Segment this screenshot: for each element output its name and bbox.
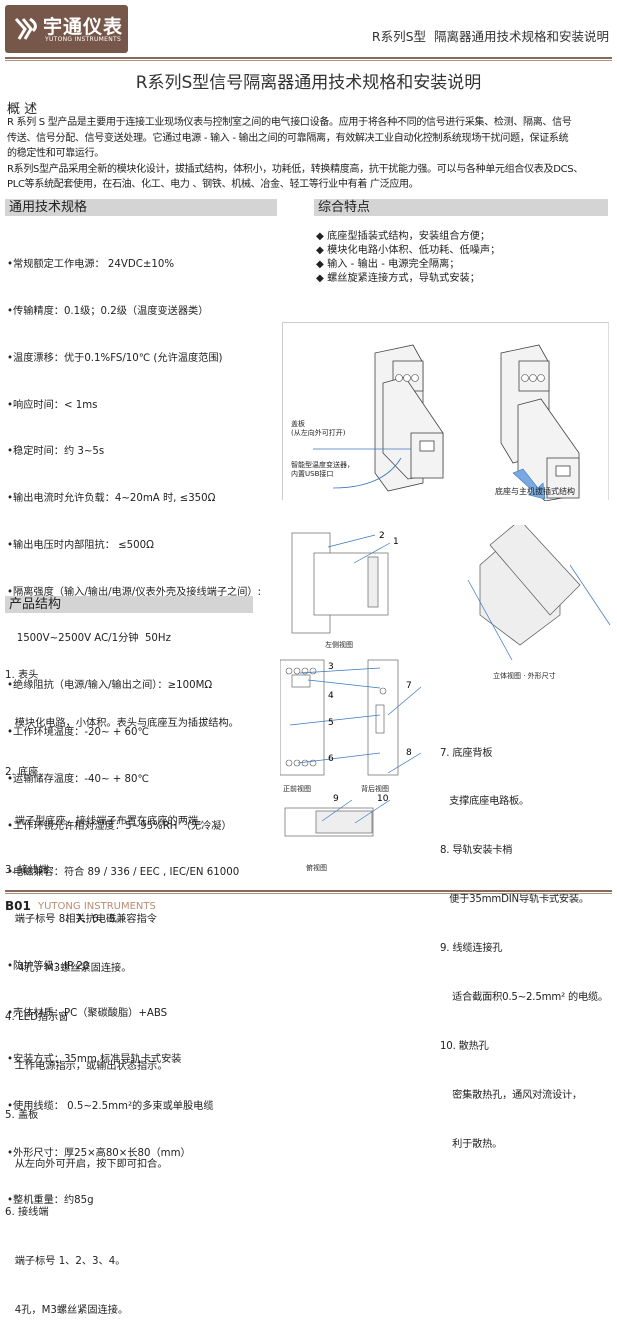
structure-item: 便于35mmDIN导轨卡式安装。	[440, 894, 589, 906]
structure-item: 密集散热孔，通风对流设计，	[440, 1089, 582, 1101]
spec-item: •运输储存温度：-40~ + 80℃	[7, 773, 149, 785]
logo-cn: 宇通仪表	[43, 16, 124, 38]
features-list: ◆ 底座型插装式结构，安装组合方便； ◆ 模块化电路小体积、低功耗、低噪声； ◆…	[316, 230, 500, 286]
structure-item: 7. 底座背板	[440, 747, 493, 759]
view-drawings: 2 1 3 4 5 6 7 8 9 10	[280, 525, 611, 837]
structure-item: 10. 散热孔	[440, 1040, 489, 1052]
spec-item: •温度漂移：优于0.1%FS/10℃ (允许温度范围)	[7, 352, 223, 364]
structure-item: 9. 线缆连接孔	[440, 943, 503, 955]
structure-item: 6. 接线端	[5, 1207, 49, 1219]
callout-5: 5	[328, 718, 334, 728]
logo-en: YUTONG INSTRUMENTS	[45, 36, 122, 43]
features-heading: 综合特点	[314, 199, 608, 216]
spec-item: •工作环境温度：-20~ + 60℃	[7, 727, 149, 738]
top-view-caption: 俯视图	[306, 864, 327, 872]
structure-item: 支撑底座电路板。	[440, 796, 530, 808]
structure-item: 3. 接线端	[5, 865, 49, 877]
structure-item: 5. 盖板	[5, 1109, 39, 1121]
structure-item: 4. LED指示窗	[5, 1011, 69, 1023]
callout-2: 2	[379, 531, 385, 541]
overview-line: R系列S型产品采用全新的模块化设计，拔插式结构，体积小，功耗低，转换精度高，抗干…	[7, 163, 584, 175]
structure-item: 利于散热。	[440, 1138, 503, 1150]
spec-item: •电磁兼容：符合 89 / 336 / EEC , IEC/EN 61000	[7, 867, 240, 879]
spec-item: •稳定时间：约 3~5s	[7, 446, 105, 458]
callout-3: 3	[328, 662, 334, 672]
cover-label: 盖板	[291, 420, 305, 428]
overview-text: R 系列 S 型产品是主要用于连接工业现场仪表与控制室之间的电气接口设备。应用于…	[7, 115, 613, 193]
spec-item: •输出电流时允许负载：4~20mA 时, ≤350Ω	[7, 493, 216, 505]
callout-8: 8	[406, 748, 412, 758]
structure-item: 工作电源指示，或输出状态指示。	[5, 1060, 168, 1072]
structure-item: 4孔，M3螺丝紧固连接。	[5, 962, 132, 974]
callout-9: 9	[333, 794, 339, 804]
usb-label-2: 内置USB接口	[291, 470, 334, 478]
callout-1: 1	[393, 537, 399, 547]
company-logo: 宇通仪表 YUTONG INSTRUMENTS	[5, 5, 128, 53]
spec-item: •工作环镜允许相对湿度：5~95%RH （无冷凝）	[7, 820, 232, 832]
spec-item: 1500V~2500V AC/1分钟 50Hz	[7, 633, 171, 645]
structure-item: 4孔，M3螺丝紧固连接。	[5, 1305, 129, 1317]
structure-item: 从左向外可开启，按下即可扣合。	[5, 1158, 168, 1170]
header-title: R系列S型 隔离器通用技术规格和安装说明	[371, 29, 609, 44]
structure-item: 端子标号 1、2、3、4。	[5, 1256, 126, 1268]
structure-list-left: 1. 表头 模块化电路，小体积。表头与底座互为插拔结构。 2. 底座 端子型底座…	[5, 635, 239, 1336]
structure-item: 端子标号 8、7、6、5。	[5, 914, 126, 926]
structure-list-right: 7. 底座背板 支撑底座电路板。 8. 导轨安装卡梢 便于35mmDIN导轨卡式…	[440, 713, 608, 1169]
document-title: R系列S型信号隔离器通用技术规格和安装说明	[135, 73, 482, 93]
front-view-caption: 正前视图	[283, 785, 311, 793]
assembly-figure: 盖板 (从左向外可打开) 智能型温度变送器， 内置USB接口 底座与主机拔插式结…	[282, 322, 609, 502]
overview-heading: 概 述	[7, 102, 38, 117]
feature-item: ◆ 螺丝旋紧连接方式，导轨式安装；	[316, 273, 480, 284]
structure-heading: 产品结构	[5, 596, 253, 613]
logo-mark-icon	[14, 17, 37, 40]
iso-view-caption: 立体视图 · 外形尺寸	[493, 672, 556, 680]
callout-6: 6	[328, 754, 334, 764]
header-divider	[5, 57, 612, 61]
left-view-caption: 左侧视图	[325, 641, 353, 649]
unplug-arrow-icon	[512, 468, 546, 500]
back-view-caption: 背后视图	[361, 785, 389, 793]
overview-line: R 系列 S 型产品是主要用于连接工业现场仪表与控制室之间的电气接口设备。应用于…	[7, 117, 572, 128]
structure-item: 适合截面积0.5~2.5mm² 的电缆。	[440, 992, 608, 1004]
overview-line: 传送、信号分配、信号变送处理。它通过电源 - 输入 - 输出之间的可靠隔离，有效…	[7, 132, 569, 144]
callout-10: 10	[377, 794, 389, 804]
callout-4: 4	[328, 691, 334, 701]
callout-7: 7	[406, 681, 412, 691]
structure-item: 8. 导轨安装卡梢	[440, 845, 513, 857]
structure-item: 端子型底座，接线端子布置在底座的两端。	[5, 816, 209, 828]
footer-divider	[5, 890, 612, 894]
spec-item: •绝缘阻抗（电源/输入/输出之间）：≥100MΩ	[7, 680, 213, 692]
specs-heading: 通用技术规格	[5, 199, 277, 216]
spec-item: •隔离强度（输入/输出/电源/仪表外壳及接线端子之间）:	[7, 586, 262, 598]
feature-item: ◆ 模块化电路小体积、低功耗、低噪声；	[316, 245, 501, 256]
overview-line: PLC等系统配套使用，在石油、化工、电力 、钢铁、机械、冶金、轻工等行业中有着 …	[7, 179, 419, 190]
cover-note: (从左向外可打开)	[291, 429, 346, 437]
overview-line: 的稳定性和可靠运行。	[7, 148, 104, 159]
page-code: B01	[5, 899, 31, 913]
spec-item: •响应时间：< 1ms	[7, 399, 98, 411]
module-illustration	[313, 344, 580, 502]
structure-item: 1. 表头	[5, 669, 39, 681]
figure1-caption: 底座与主机拔插式结构	[495, 487, 575, 496]
feature-item: ◆ 输入 - 输出 - 电源完全隔离；	[316, 259, 460, 270]
footer-brand: YUTONG INSTRUMENTS	[38, 901, 156, 912]
spec-item: •传输精度：0.1级；0.2级（温度变送器类）	[7, 305, 209, 317]
structure-item: 2. 底座	[5, 767, 39, 779]
spec-item: •常规额定工作电源： 24VDC±10%	[7, 259, 175, 271]
feature-item: ◆ 底座型插装式结构，安装组合方便；	[316, 231, 491, 242]
spec-item: •输出电压时内部阻抗： ≤500Ω	[7, 539, 154, 551]
usb-label: 智能型温度变送器，	[291, 461, 354, 469]
structure-item: 模块化电路，小体积。表头与底座互为插拔结构。	[5, 718, 239, 730]
